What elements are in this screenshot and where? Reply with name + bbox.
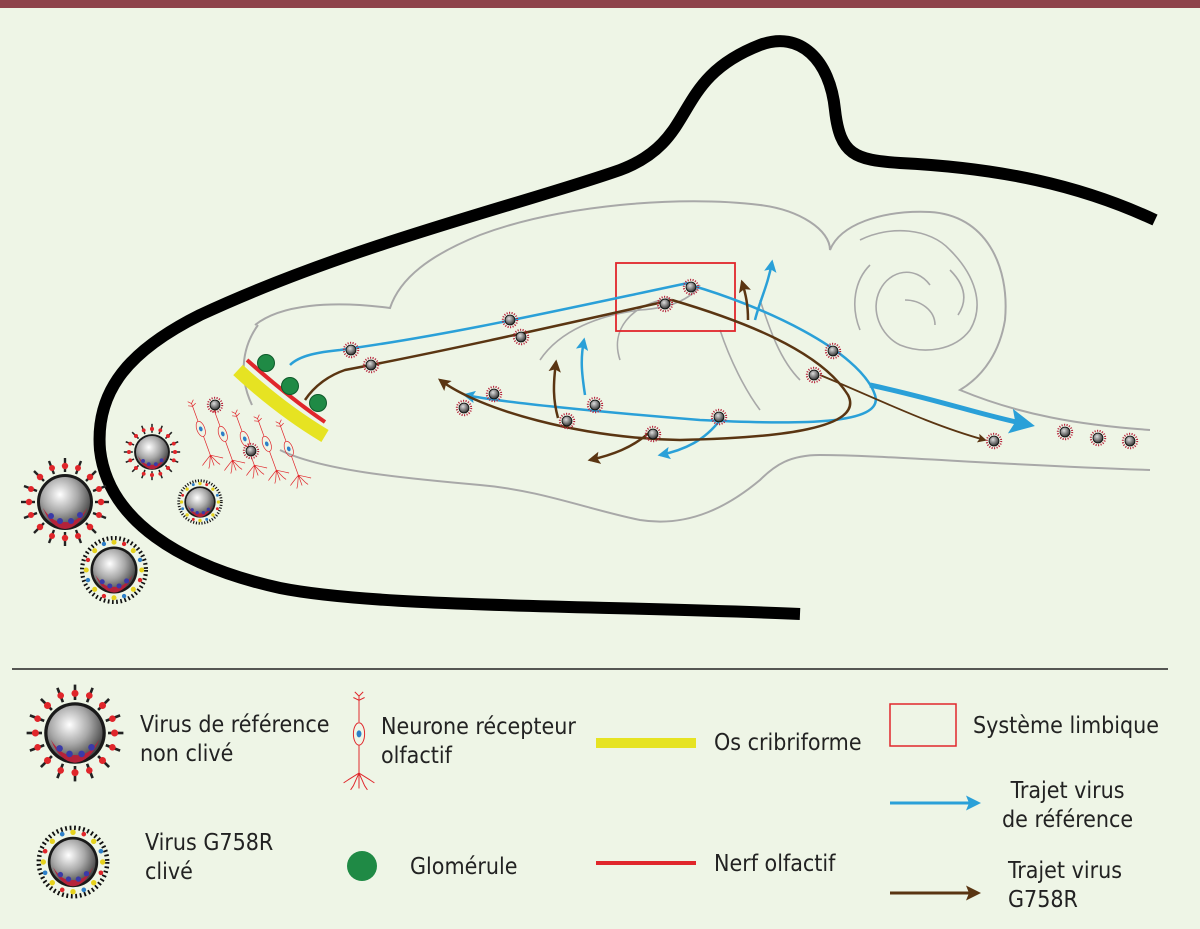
cribriform-bone (233, 364, 329, 443)
legend-reference-path: Trajet virus de référence (1002, 777, 1133, 835)
legend-g758r-path: Trajet virus G758R (1008, 857, 1122, 915)
legend-neuron-line2: olfactif (381, 743, 452, 769)
head-outline (93, 35, 1158, 620)
legend-g758r-virus-line2: clivé (145, 859, 193, 885)
legend-g758r-path-line1: Trajet virus (1008, 858, 1122, 884)
legend-reference-path-line1: Trajet virus (1010, 778, 1125, 804)
cerebellum-folds (854, 229, 978, 351)
reference-virus-icon (25, 683, 125, 783)
cribriform-bone-icon (596, 738, 696, 748)
legend-reference-path-line2: de référence (1002, 807, 1134, 833)
legend-olfactory-nerve: Nerf olfactif (714, 851, 836, 877)
legend-reference-virus-line2: non clivé (140, 741, 234, 767)
legend-g758r-path-line2: G758R (1008, 887, 1078, 913)
legend-neuron: Neurone récepteur olfactif (381, 713, 576, 771)
top-accent-bar (0, 0, 1200, 8)
hippocampus-outline (539, 284, 801, 411)
legend-glomerulus: Glomérule (410, 854, 518, 880)
legend-g758r-virus-line1: Virus G758R (145, 830, 274, 856)
legend-neuron-line1: Neurone récepteur (381, 714, 576, 740)
legend-reference-virus: Virus de référence non clivé (140, 711, 330, 769)
limbic-system-icon (889, 703, 957, 747)
brain-outline (242, 200, 1151, 523)
g758r-virus-icon (39, 828, 107, 896)
legend-g758r-virus: Virus G758R clivé (145, 829, 273, 887)
legend-cribriform-bone: Os cribriforme (714, 730, 862, 756)
legend-limbic-system: Système limbique (973, 713, 1160, 739)
g758r-virus-path (303, 279, 987, 464)
glomerulus-icon (347, 851, 377, 881)
olfactory-neuron-icon (342, 691, 376, 791)
glomeruli (257, 354, 327, 412)
legend-reference-virus-line1: Virus de référence (140, 712, 330, 738)
olfactory-nerve-icon (596, 861, 696, 865)
limbic-system-box (615, 262, 736, 332)
